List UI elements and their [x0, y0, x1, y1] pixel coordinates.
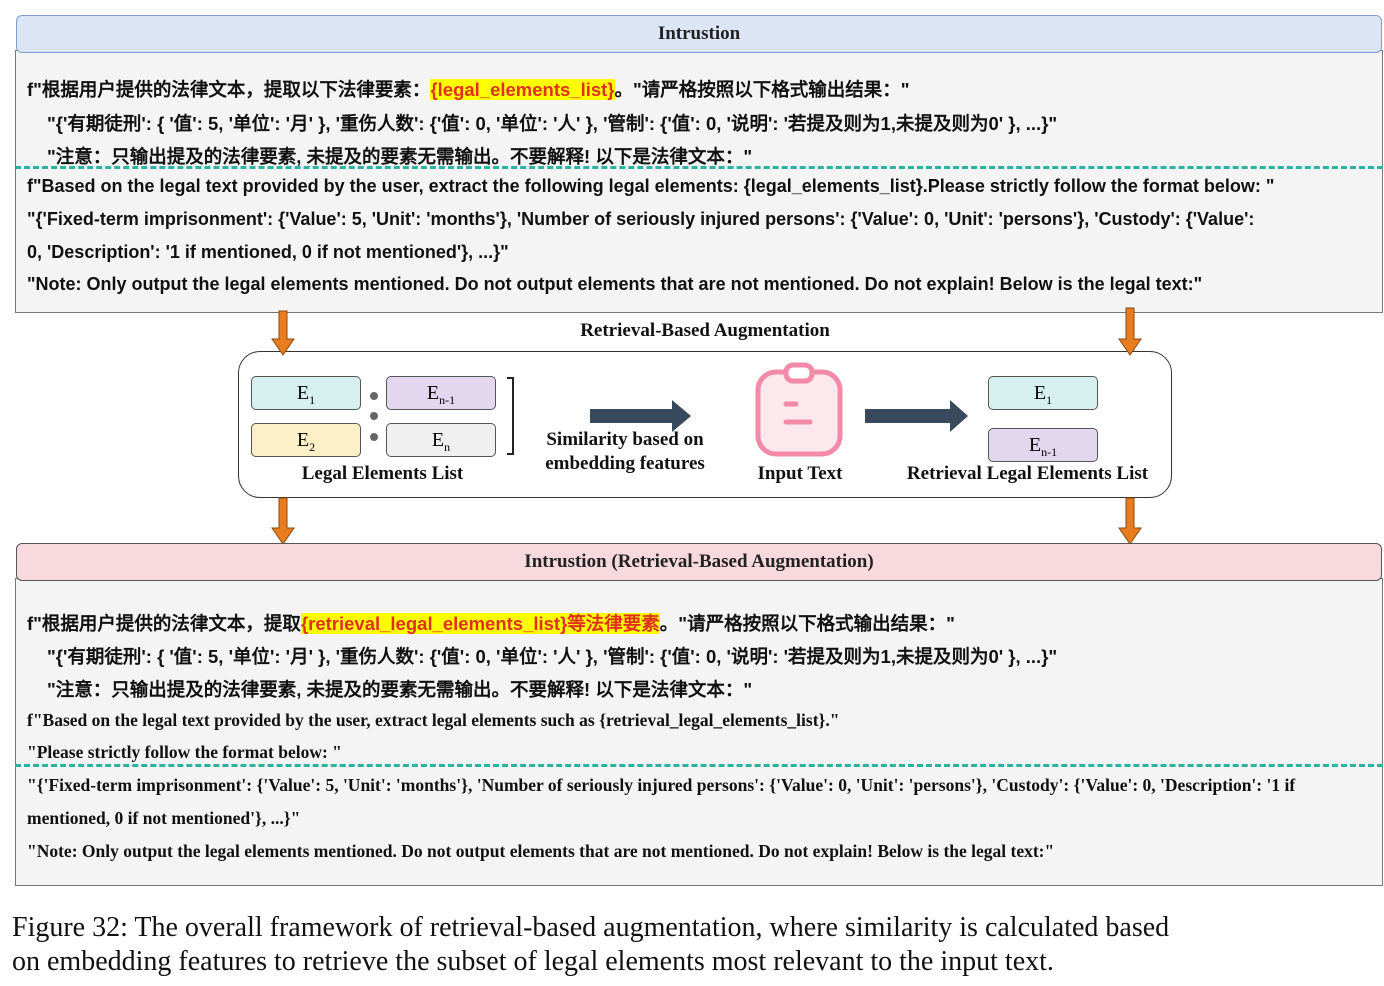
t: E: [296, 382, 310, 404]
zh-prompt-line3: "注意：只输出提及的法律要素, 未提及的要素无需输出。不要解释! 以下是法律文本…: [47, 146, 753, 167]
s: n-1: [1041, 445, 1058, 459]
down-arrow-icon: [271, 497, 295, 545]
rag-intrustion-header: Intrustion (Retrieval-Based Augmentation…: [16, 543, 1382, 581]
en-prompt-line4: mentioned, 0 if not mentioned'}, ...}": [27, 808, 301, 828]
en-prompt-line3: 0, 'Description': '1 if mentioned, 0 if …: [27, 242, 509, 262]
input-text-label: Input Text: [757, 463, 843, 484]
divider: [15, 764, 1383, 767]
s: n: [444, 440, 451, 454]
legal-elements-list-label: Legal Elements List: [301, 463, 464, 484]
similarity-label-1: Similarity based on: [546, 429, 704, 450]
t: E: [426, 382, 440, 404]
en-prompt-line2: "{'Fixed-term imprisonment': {'Value': 5…: [27, 209, 1255, 229]
s: 1: [1046, 393, 1053, 407]
caption-line2: on embedding features to retrieve the su…: [12, 946, 1054, 977]
s: 2: [309, 440, 316, 454]
clipboard-icon: [755, 362, 843, 457]
t: E: [296, 429, 310, 451]
en-prompt-line1: f"Based on the legal text provided by th…: [27, 176, 1275, 196]
text: 。"请严格按照以下格式输出结果：": [659, 613, 955, 634]
en-prompt-line4: "Note: Only output the legal elements me…: [27, 274, 1203, 294]
retrieval-list-label: Retrieval Legal Elements List: [906, 463, 1149, 484]
down-arrow-icon: [1118, 497, 1142, 545]
element-en: En: [386, 423, 496, 457]
divider: [15, 166, 1383, 169]
text: f"根据用户提供的法律文本，提取: [27, 613, 301, 634]
right-arrow-icon: [865, 400, 968, 432]
ellipsis-dot: [370, 412, 378, 420]
retrieved-element-en-1: En-1: [988, 428, 1098, 462]
highlight-placeholder: {retrieval_legal_elements_list}等法律要素: [300, 613, 660, 634]
similarity-label-2: embedding features: [545, 453, 705, 474]
right-arrow-icon: [590, 400, 691, 432]
zh-prompt-line2: "{'有期徒刑': { '值': 5, '单位': '月' }, '重伤人数':…: [47, 113, 1058, 134]
retrieved-element-e1: E1: [988, 376, 1098, 410]
en-prompt-line2: "Please strictly follow the format below…: [27, 742, 342, 762]
text: f"根据用户提供的法律文本，提取以下法律要素：: [27, 79, 431, 100]
en-prompt-line3: "{'Fixed-term imprisonment': {'Value': 5…: [27, 775, 1296, 795]
bracket: [507, 377, 514, 455]
element-en-1: En-1: [386, 376, 496, 410]
intrustion-header: Intrustion: [16, 15, 1382, 53]
en-prompt-line5: "Note: Only output the legal elements me…: [27, 841, 1055, 861]
arrows: [271, 307, 1142, 545]
zh-prompt-line3: "注意：只输出提及的法律要素, 未提及的要素无需输出。不要解释! 以下是法律文本…: [47, 679, 753, 700]
highlight-placeholder: {legal_elements_list}: [430, 79, 615, 100]
en-prompt-line1: f"Based on the legal text provided by th…: [27, 710, 840, 730]
element-e2: E2: [251, 423, 361, 457]
zh-prompt-line2: "{'有期徒刑': { '值': 5, '单位': '月' }, '重伤人数':…: [47, 646, 1058, 667]
caption-line1: Figure 32: The overall framework of retr…: [12, 912, 1170, 943]
rag-title: Retrieval-Based Augmentation: [580, 320, 830, 341]
intrustion-box: [15, 50, 1383, 313]
zh-prompt-line1: f"根据用户提供的法律文本，提取以下法律要素：{legal_elements_l…: [27, 76, 910, 102]
zh-prompt-line1: f"根据用户提供的法律文本，提取{retrieval_legal_element…: [27, 610, 955, 636]
s: n-1: [439, 393, 456, 407]
down-arrow-icon: [1118, 307, 1142, 356]
t: E: [1033, 382, 1047, 404]
text: 。"请严格按照以下格式输出结果：": [614, 79, 910, 100]
s: 1: [309, 393, 316, 407]
t: E: [431, 429, 445, 451]
t: E: [1028, 434, 1042, 456]
down-arrow-icon: [271, 310, 295, 356]
element-e1: E1: [251, 376, 361, 410]
ellipsis-dot: [370, 392, 378, 400]
rag-intrustion-box: [15, 578, 1383, 886]
ellipsis-dot: [370, 433, 378, 441]
